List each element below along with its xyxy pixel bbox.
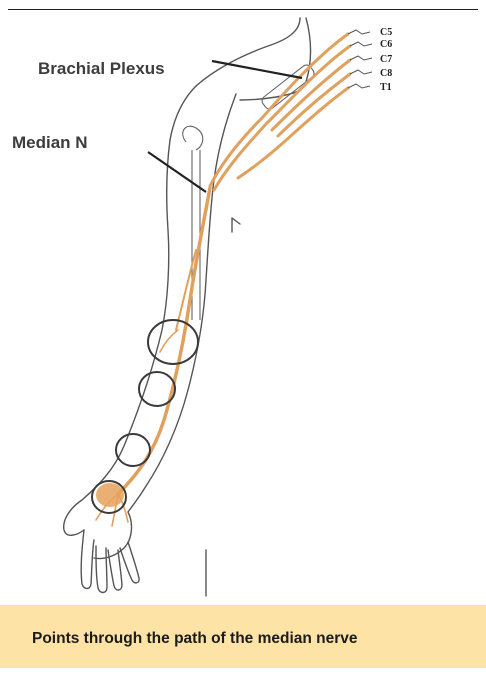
point-circle-2 [139, 372, 175, 406]
root-label-c7: C7 [380, 54, 392, 65]
brachial-plexus-pointer [212, 61, 302, 78]
root-ticks [348, 30, 372, 88]
palm-patch [96, 483, 124, 507]
root-label-t1: T1 [380, 82, 392, 93]
humerus-bone [183, 63, 316, 320]
point-circle-1 [148, 320, 198, 364]
root-label-c6: C6 [380, 39, 392, 50]
root-label-c5: C5 [380, 27, 392, 38]
root-label-c8: C8 [380, 68, 392, 79]
nerve-roots [210, 34, 350, 190]
median-n-label: Median N [12, 133, 88, 152]
figure-caption: Points through the path of the median ne… [32, 630, 358, 648]
median-nerve-diagram: Brachial Plexus Median N C5 C6 C7 C8 T1 [0, 10, 486, 600]
point-circle-3 [116, 434, 150, 466]
root-labels: C5 C6 C7 C8 T1 [380, 27, 392, 93]
median-n-pointer [148, 152, 206, 192]
brachial-plexus-label: Brachial Plexus [38, 59, 165, 78]
